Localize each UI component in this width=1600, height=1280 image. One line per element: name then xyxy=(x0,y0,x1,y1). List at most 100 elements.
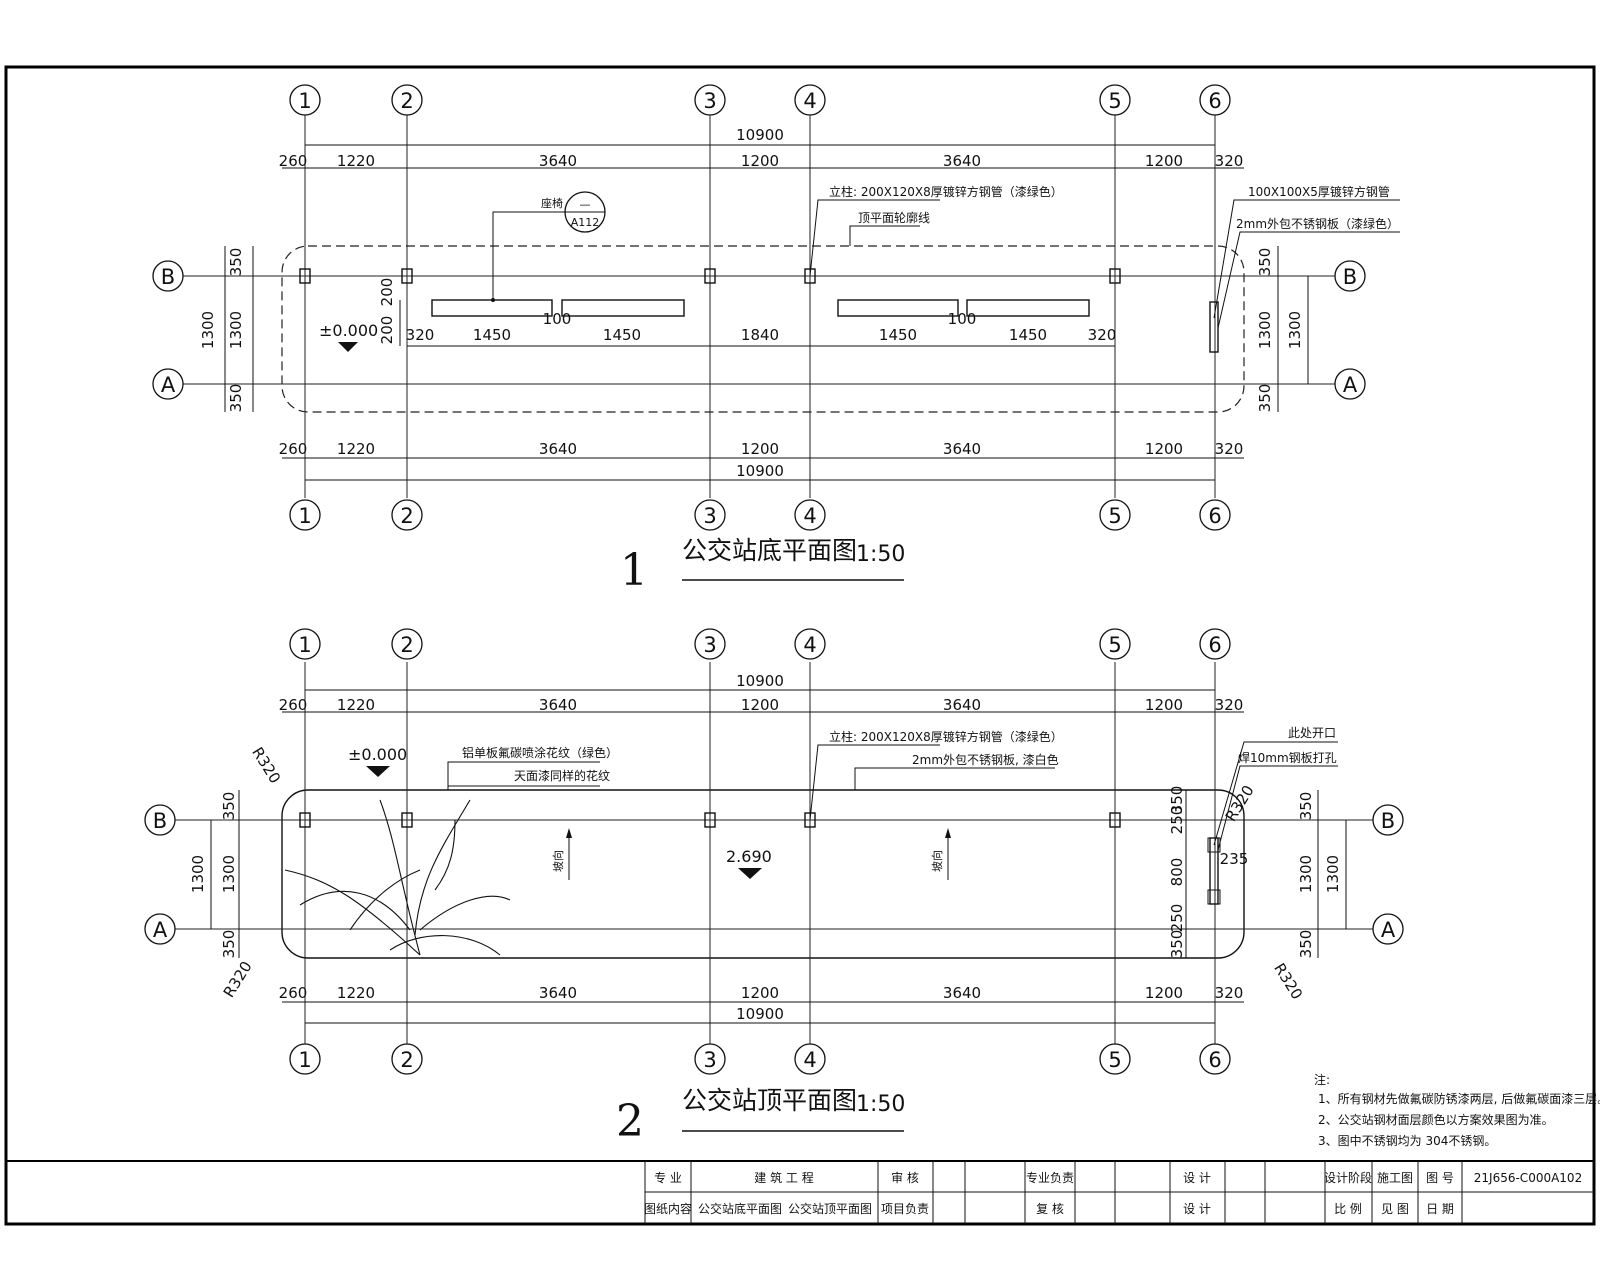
dim-side: 350 xyxy=(227,248,245,277)
grid-column-label: 1 xyxy=(298,89,311,113)
dim-seg: 320 xyxy=(1215,440,1244,458)
grid-column-label: 4 xyxy=(803,504,816,528)
plate-note: 2mm外包不锈钢板（漆绿色） xyxy=(1236,216,1399,231)
grid-column-label: 6 xyxy=(1208,89,1221,113)
tb-content-value: 公交站顶平面图 xyxy=(788,1201,872,1216)
dim-overall: 10900 xyxy=(736,462,784,480)
slope-label: 坡向 xyxy=(930,850,944,872)
dim-seg: 1200 xyxy=(1145,440,1183,458)
dim-side: 350 xyxy=(220,792,238,821)
grid-row-bubble xyxy=(1372,804,1404,836)
dim-bench: 100 xyxy=(543,310,572,328)
grid-column-bubble xyxy=(1099,1043,1131,1075)
dim-seg: 3640 xyxy=(539,696,577,714)
dim-bench: 1450 xyxy=(473,326,511,344)
column-post xyxy=(704,268,716,284)
grid-row-label: A xyxy=(1381,918,1396,942)
grid-column-bubble xyxy=(391,628,423,660)
grid-column-bubble xyxy=(694,628,726,660)
note-item: 3、图中不锈钢均为 304不锈钢。 xyxy=(1318,1133,1496,1148)
dim-overall: 10900 xyxy=(736,672,784,690)
dim-overall: 10900 xyxy=(736,1005,784,1023)
grid-row-label: A xyxy=(161,373,176,397)
grid-column-bubble xyxy=(1099,499,1131,531)
grid-row-label: A xyxy=(1343,373,1358,397)
tb-date-label: 日 期 xyxy=(1426,1202,1454,1216)
dim-seg: 1200 xyxy=(741,696,779,714)
grid-column-bubble xyxy=(391,84,423,116)
grid-column-label: 6 xyxy=(1208,504,1221,528)
dim-roof-side: 250 xyxy=(1168,904,1186,933)
grid-column-bubble xyxy=(1199,628,1231,660)
grid-column-label: 5 xyxy=(1108,1048,1121,1072)
steel-note: 2mm外包不锈钢板, 漆白色 xyxy=(912,752,1059,767)
grid-column-bubble xyxy=(289,84,321,116)
tb-stage-label: 设计阶段 xyxy=(1324,1170,1372,1185)
dim-side: 350 xyxy=(1297,930,1315,959)
ceiling-note: 天面漆同样的花纹 xyxy=(514,768,610,783)
grid-row-label: B xyxy=(161,265,175,289)
dim-side-total: 1300 xyxy=(199,311,217,349)
radius-label: R320 xyxy=(1270,960,1306,1003)
grid-column-label: 3 xyxy=(703,504,716,528)
dim-seg: 1200 xyxy=(741,984,779,1002)
plan-2-roof: 10900 260 1220 3640 1200 3640 1200 320 2… xyxy=(175,662,1375,1147)
opening-note: 此处开口 xyxy=(1288,726,1336,740)
dim-seg: 1220 xyxy=(337,696,375,714)
sheet-border xyxy=(4,65,1596,1226)
column-post xyxy=(1109,812,1121,828)
dim-seg: 3640 xyxy=(539,152,577,170)
radius-label: R320 xyxy=(220,958,256,1001)
grid-column-bubble xyxy=(694,499,726,531)
grid-column-label: 2 xyxy=(400,504,413,528)
grid-column-bubble xyxy=(794,84,826,116)
grid-column-bubble xyxy=(1199,84,1231,116)
dim-side: 1300 xyxy=(1297,855,1315,893)
grid-row-bubble xyxy=(144,913,176,945)
grid-column-bubble xyxy=(1099,628,1131,660)
grid-column-label: 2 xyxy=(400,633,413,657)
dim-side: 1300 xyxy=(220,855,238,893)
grid-column-bubble xyxy=(694,1043,726,1075)
grid-row-label: A xyxy=(153,918,168,942)
dim-seg: 1220 xyxy=(337,440,375,458)
tb-sheet-no-label: 图 号 xyxy=(1426,1171,1454,1185)
column-post xyxy=(299,812,311,828)
tb-specialty-label: 专 业 xyxy=(654,1170,682,1185)
tb-review-label: 审 核 xyxy=(891,1170,919,1185)
column-post xyxy=(804,268,816,284)
dim-roof-side: 250 xyxy=(1168,806,1186,835)
dim-seg: 320 xyxy=(1215,984,1244,1002)
dim-seg: 3640 xyxy=(943,696,981,714)
radius-label: R320 xyxy=(1222,782,1258,825)
column-post xyxy=(704,812,716,828)
side-panel xyxy=(1209,301,1219,353)
dim-side: 1300 xyxy=(227,311,245,349)
dim-bench: 320 xyxy=(406,326,435,344)
level-triangle-icon xyxy=(738,868,762,879)
tb-scale-value: 见 图 xyxy=(1381,1202,1409,1216)
roof-outline-dashed xyxy=(281,245,1245,413)
grid-row-label: B xyxy=(153,809,167,833)
leaf-pattern-icon xyxy=(284,799,511,956)
level-triangle-icon xyxy=(366,766,390,777)
grid-column-bubble xyxy=(391,499,423,531)
grid-column-bubble xyxy=(1199,1043,1231,1075)
dim-seg: 1220 xyxy=(337,984,375,1002)
column-post xyxy=(401,268,413,284)
dim-seg: 1200 xyxy=(1145,696,1183,714)
dim-side: 350 xyxy=(227,384,245,413)
grid-column-bubble xyxy=(1099,84,1131,116)
dim-seg: 320 xyxy=(1215,152,1244,170)
column-note: 立柱: 200X120X8厚镀锌方钢管（漆绿色） xyxy=(829,729,1063,744)
side-panel xyxy=(1209,837,1219,905)
level-label: ±0.000 xyxy=(348,745,407,764)
grid-row-bubble xyxy=(1334,260,1366,292)
dim-opening: 235 xyxy=(1220,850,1249,868)
general-notes: 注: 1、所有钢材先做氟碳防锈漆两层, 后做氟碳面漆三层。 2、公交站钢材面层颜… xyxy=(1314,1072,1600,1148)
grid-column-label: 5 xyxy=(1108,504,1121,528)
dim-bench: 1450 xyxy=(603,326,641,344)
grid-column-label: 6 xyxy=(1208,1048,1221,1072)
